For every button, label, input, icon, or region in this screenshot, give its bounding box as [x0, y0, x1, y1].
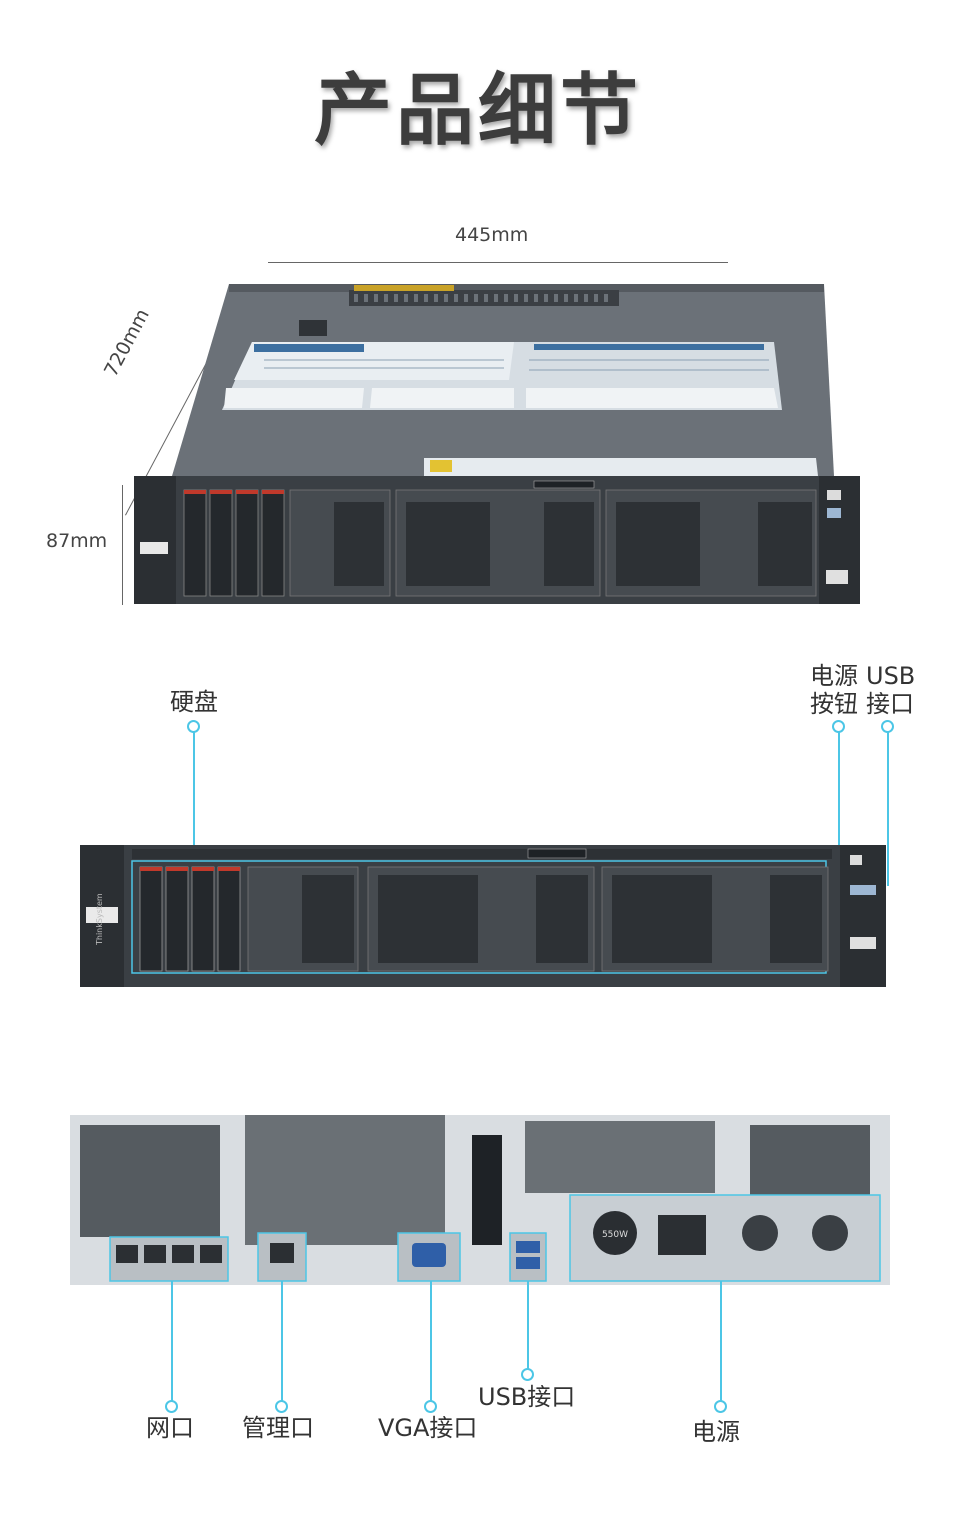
management-callout-dot [275, 1400, 288, 1413]
page-title: 产品细节 [313, 66, 642, 156]
power-button-callout-label: 电源 按钮 [810, 662, 860, 718]
network-callout-dot [165, 1400, 178, 1413]
fan-icon [593, 1211, 637, 1255]
vga-callout-dot [424, 1400, 437, 1413]
usb-port-icon [850, 885, 876, 895]
power-callout-dot [714, 1400, 727, 1413]
power-button-label-line-1: 电源 [810, 662, 858, 690]
power-callout-label: 电源 [692, 1418, 740, 1446]
psu-rating: 550W [602, 1230, 628, 1240]
ethernet-port-icon [116, 1245, 138, 1263]
server-front-view-image: ThinkSystem [80, 845, 886, 987]
management-callout-line [281, 1281, 283, 1404]
usb-port-callout-label: USB 接口 [866, 662, 926, 718]
usb-callout-line [527, 1281, 529, 1371]
usb-port-callout-line [887, 731, 889, 886]
power-button-icon [850, 855, 862, 865]
power-button-callout-line [838, 731, 840, 849]
usb-port-label-line-1: USB [866, 662, 916, 690]
width-dimension: 445mm [455, 224, 529, 246]
vga-port-icon [412, 1243, 446, 1267]
network-callout-label: 网口 [146, 1414, 194, 1442]
vga-callout-label: VGA接口 [378, 1414, 478, 1442]
management-callout-label: 管理口 [242, 1414, 314, 1442]
hdd-callout-line [193, 731, 195, 848]
height-dimension: 87mm [46, 530, 108, 552]
width-dimension-line [268, 262, 728, 263]
server-rear-view-image: 550W [70, 1115, 890, 1285]
vga-callout-line [430, 1281, 432, 1404]
server-isometric-image [134, 280, 864, 610]
network-callout-line [171, 1281, 173, 1404]
usb-port-label-line-2: 接口 [866, 690, 914, 718]
usb-callout-dot [521, 1368, 534, 1381]
hdd-callout-label: 硬盘 [170, 688, 218, 716]
power-callout-line [720, 1281, 722, 1404]
height-dimension-line [122, 485, 123, 605]
usb-callout-label: USB接口 [478, 1383, 576, 1411]
power-button-label-line-2: 按钮 [810, 690, 858, 718]
brand-text: ThinkSystem [95, 893, 104, 946]
